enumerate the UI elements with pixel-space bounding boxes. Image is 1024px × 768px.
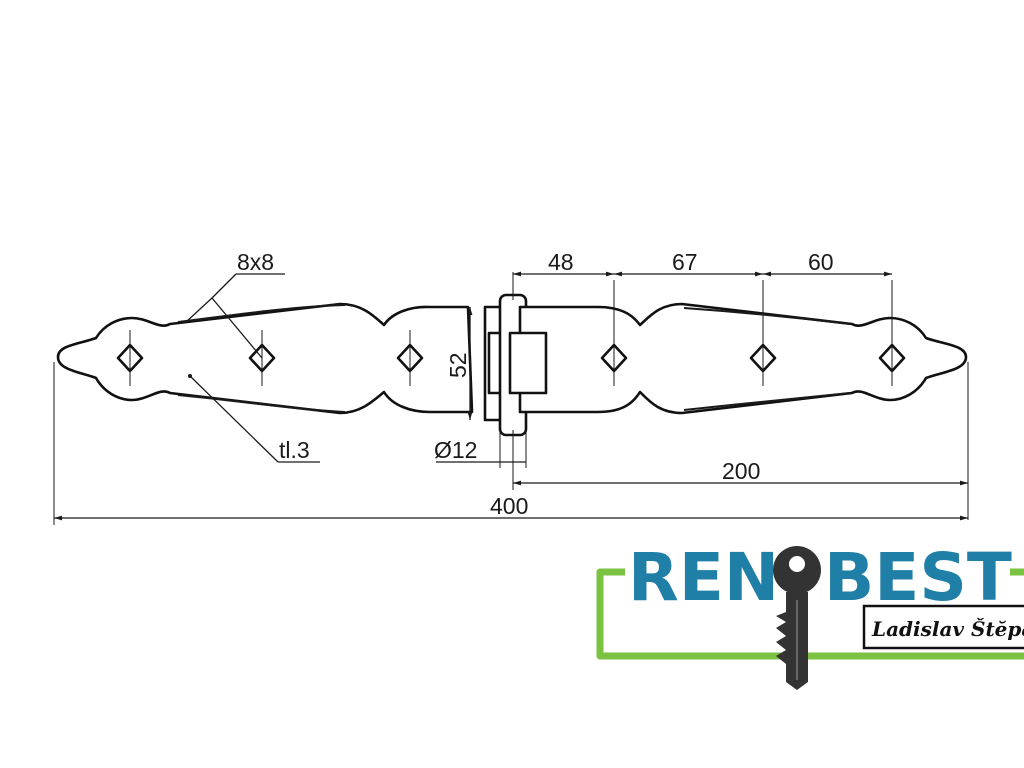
dim-hole-size-label: 8x8 bbox=[237, 249, 274, 275]
dim-half-length-label: 200 bbox=[722, 458, 760, 484]
screw-hole bbox=[116, 330, 144, 386]
dim-pin-diameter: Ø12 bbox=[434, 430, 527, 468]
dim-spacing-chain: 48 67 60 bbox=[512, 249, 892, 300]
dim-pin-diameter-label: Ø12 bbox=[434, 437, 477, 463]
dim-thickness-label: tl.3 bbox=[279, 437, 310, 463]
dim-thickness: tl.3 bbox=[188, 374, 320, 463]
owner-plate bbox=[862, 604, 1024, 650]
screw-hole bbox=[878, 280, 906, 386]
logo-brand-right: BEST bbox=[824, 539, 1012, 616]
screw-hole bbox=[396, 330, 424, 386]
dim-hole-size: 8x8 bbox=[185, 249, 285, 359]
dim-spacing-1-label: 48 bbox=[548, 249, 574, 275]
right-strap bbox=[518, 302, 968, 415]
right-leaf-inner bbox=[508, 331, 548, 395]
renobest-logo: REN BEST Ladislav Štĕpán bbox=[596, 539, 1024, 690]
logo-brand-left: REN bbox=[628, 539, 779, 616]
hinge-outline bbox=[56, 293, 968, 437]
dim-spacing-2-label: 67 bbox=[672, 249, 698, 275]
screw-hole bbox=[749, 280, 777, 386]
dim-total-length: 400 bbox=[53, 362, 968, 525]
dim-spacing-3-label: 60 bbox=[808, 249, 834, 275]
screw-hole bbox=[600, 280, 628, 386]
dim-height: 52 bbox=[445, 307, 473, 420]
dim-half-length: 200 bbox=[512, 362, 969, 520]
dim-height-label: 52 bbox=[445, 352, 471, 378]
logo-owner: Ladislav Štĕpán bbox=[871, 616, 1024, 641]
key-icon bbox=[773, 546, 821, 690]
logo-frame bbox=[596, 568, 1024, 660]
dim-total-length-label: 400 bbox=[490, 493, 528, 519]
